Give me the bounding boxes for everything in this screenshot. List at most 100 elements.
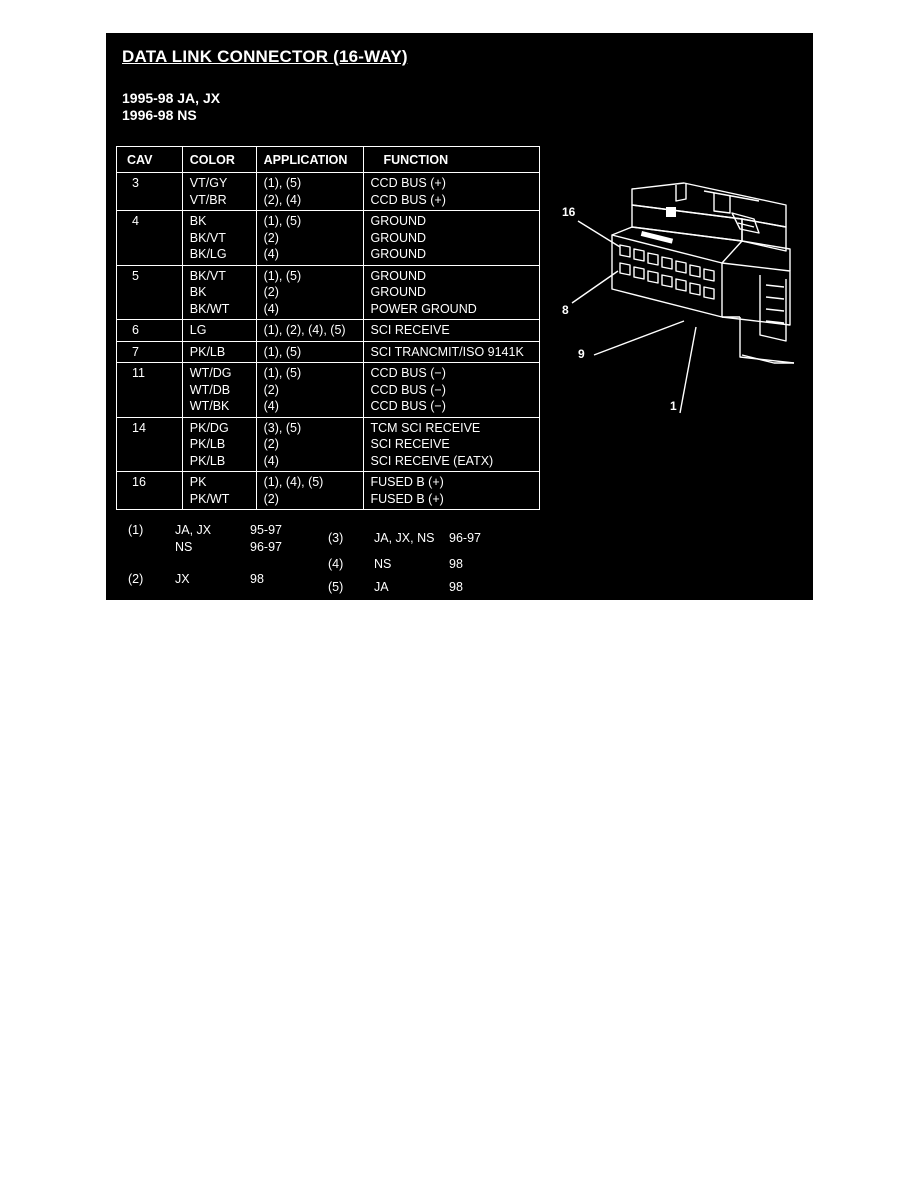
- footnote-5-year: 98: [449, 580, 463, 594]
- application-text: (3), (5): [263, 420, 302, 435]
- wire-color-text: BK/VT: [189, 268, 226, 283]
- wire-color-text: WT/DB: [189, 382, 231, 397]
- footnote-2-year: 98: [250, 572, 264, 586]
- footnote-3-model: JA, JX, NS: [374, 531, 435, 545]
- cavity-number: 14: [116, 416, 183, 472]
- function-text: CCD BUS (−): [370, 366, 446, 380]
- wire-color-text: VT/BR: [189, 192, 227, 207]
- application-text: (1), (5): [263, 214, 302, 228]
- cavity-number: 3: [116, 172, 183, 211]
- function-text: SCI RECEIVE: [370, 323, 450, 337]
- cavity-number-text: 11: [132, 366, 145, 380]
- application-text: (2): [263, 491, 279, 506]
- wire-color-text: PK/LB: [189, 344, 226, 359]
- connector-figure: DATA LINK CONNECTOR (16-WAY) 1995-98 JA,…: [106, 33, 813, 600]
- function-text: GROUND: [370, 247, 427, 261]
- pin-label-1: 1: [670, 399, 677, 413]
- pin-label-8: 8: [562, 303, 569, 317]
- application-cell: (3), (5)(2)(4): [255, 416, 364, 472]
- footnote-5-key: (5): [328, 580, 344, 594]
- cavity-number-text: 16: [132, 475, 146, 489]
- application-text: (2): [263, 285, 279, 299]
- footnote-3-key: (3): [328, 531, 344, 545]
- application-text: (4): [263, 301, 279, 316]
- function-text: CCD BUS (−): [370, 399, 446, 413]
- application-text: (4): [263, 399, 279, 413]
- wire-color-text: BK: [189, 285, 207, 299]
- wire-color-text: BK: [189, 214, 207, 228]
- cavity-number-text: 6: [132, 323, 139, 337]
- function-text: SCI TRANCMIT/ISO 9141K: [370, 344, 524, 359]
- wire-color-text: VT/GY: [189, 176, 228, 190]
- cavity-number: 5: [116, 264, 183, 320]
- wire-color-text: PK/DG: [189, 420, 229, 435]
- wire-color-text: WT/BK: [189, 399, 230, 413]
- footnote-1-model-a: JA, JX: [175, 523, 212, 537]
- cavity-number: 16: [116, 471, 183, 510]
- subtitle-1: 1995-98 JA, JX: [122, 90, 221, 106]
- footnote-5-model: JA: [374, 580, 389, 594]
- header-cav: CAV: [116, 146, 183, 173]
- cavity-number-text: 3: [132, 176, 139, 190]
- application-text: (1), (5): [263, 268, 302, 283]
- wire-color-text: PK/WT: [189, 491, 230, 506]
- wire-color-text: PK: [189, 475, 207, 489]
- footnote-2-key: (2): [128, 572, 144, 586]
- cavity-number-text: 14: [132, 420, 146, 435]
- wire-color-cell: PK PK/WT: [181, 471, 257, 510]
- cavity-number: 7: [116, 340, 183, 363]
- application-cell: (1), (2), (4), (5): [255, 319, 364, 342]
- application-text: (2), (4): [263, 192, 302, 207]
- function-text: GROUND: [370, 285, 427, 299]
- cavity-number: 6: [116, 319, 183, 342]
- footnote-1-year-b: 96-97: [250, 540, 282, 554]
- pin-label-16: 16: [562, 205, 576, 219]
- wire-color-text: BK/WT: [189, 301, 230, 316]
- function-cell: SCI RECEIVE: [362, 319, 541, 342]
- function-text: FUSED B (+): [370, 475, 444, 489]
- wire-color-text: PK/LB: [189, 437, 226, 451]
- connector-illustration: 16 8 9 1: [554, 167, 804, 457]
- header-function: FUNCTION: [362, 146, 541, 173]
- header-application: APPLICATION: [255, 146, 364, 173]
- wire-color-text: BK/VT: [189, 230, 226, 245]
- footnote-4-year: 98: [449, 557, 463, 571]
- footnote-4-model: NS: [374, 557, 392, 571]
- wire-color-cell: VT/GY VT/BR: [181, 172, 257, 211]
- application-cell: (1), (5) (2) (4): [255, 264, 364, 320]
- application-text: (1), (5): [263, 344, 302, 359]
- application-cell: (1), (5): [255, 340, 364, 363]
- figure-title: DATA LINK CONNECTOR (16-WAY): [122, 47, 408, 66]
- function-text: POWER GROUND: [370, 301, 477, 316]
- table-row: 7 PK/LB (1), (5) SCI TRANCMIT/ISO 9141K: [116, 340, 541, 363]
- function-text: CCD BUS (+): [370, 192, 446, 207]
- function-text: SCI RECEIVE: [370, 437, 450, 451]
- function-cell: CCD BUS (+)CCD BUS (+): [362, 172, 541, 211]
- table-header-row: CAV COLOR APPLICATION FUNCTION: [116, 146, 541, 173]
- function-text: GROUND: [370, 268, 427, 283]
- application-cell: (1), (5)(2)(4): [255, 362, 364, 418]
- application-cell: (1), (5)(2), (4): [255, 172, 364, 211]
- function-cell: FUSED B (+)FUSED B (+): [362, 471, 541, 510]
- pin-label-9: 9: [578, 347, 585, 361]
- footnote-2-model: JX: [175, 572, 190, 586]
- footnote-1-year-a: 95-97: [250, 523, 282, 537]
- footnote-4-key: (4): [328, 557, 344, 571]
- function-text: SCI RECEIVE (EATX): [370, 453, 494, 468]
- wire-color-text: PK/LB: [189, 453, 226, 468]
- application-cell: (1), (4), (5)(2): [255, 471, 364, 510]
- function-text: CCD BUS (−): [370, 382, 446, 397]
- subtitle-2: 1996-98 NS: [122, 107, 197, 123]
- wire-color-cell: BK/VT BK BK/WT: [181, 264, 257, 320]
- connector-drawing: [571, 182, 795, 414]
- function-cell: CCD BUS (−) CCD BUS (−) CCD BUS (−): [362, 362, 541, 418]
